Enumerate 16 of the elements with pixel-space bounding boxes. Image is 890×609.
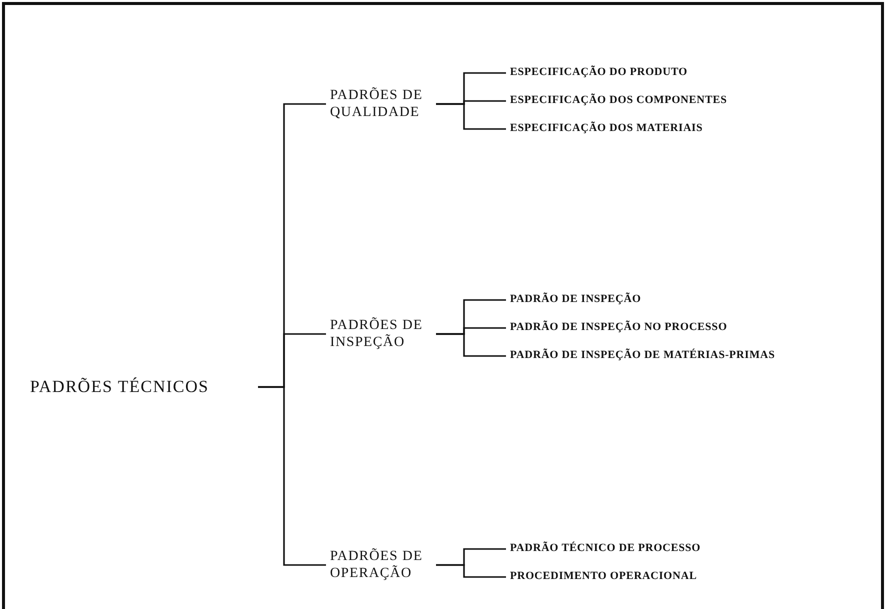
connector-line: [436, 333, 506, 357]
connector-line: [258, 386, 326, 566]
leaf-label: PADRÃO TÉCNICO DE PROCESSO: [510, 541, 790, 557]
category-label: PADRÕES DE OPERAÇÃO: [330, 547, 430, 583]
leaf-label: PROCEDIMENTO OPERACIONAL: [510, 569, 790, 585]
category-label: PADRÕES DE INSPEÇÃO: [330, 316, 430, 352]
leaf-label: PADRÃO DE INSPEÇÃO NO PROCESSO: [510, 320, 800, 336]
leaf-label: ESPECIFICAÇÃO DOS MATERIAIS: [510, 121, 780, 137]
leaf-label: PADRÃO DE INSPEÇÃO DE MATÉRIAS-PRIMAS: [510, 348, 870, 364]
category-label: PADRÕES DE QUALIDADE: [330, 86, 430, 122]
connector-line: [436, 103, 506, 130]
connector-line: [436, 564, 506, 578]
leaf-label: ESPECIFICAÇÃO DOS COMPONENTES: [510, 93, 790, 109]
leaf-label: ESPECIFICAÇÃO DO PRODUTO: [510, 65, 770, 81]
leaf-label: PADRÃO DE INSPEÇÃO: [510, 292, 770, 308]
category-label: PADRÕES TÉCNICOS: [30, 372, 258, 402]
